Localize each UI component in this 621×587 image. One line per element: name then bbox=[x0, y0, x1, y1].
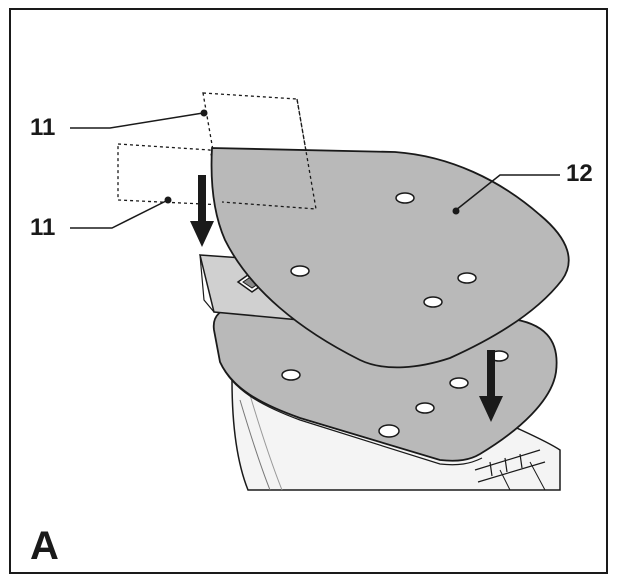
figure-label: A bbox=[30, 524, 59, 568]
callout-11-top: 11 bbox=[30, 114, 56, 141]
callout-12: 12 bbox=[566, 160, 593, 187]
sanding-sheet bbox=[210, 147, 570, 369]
down-arrow-left bbox=[190, 175, 214, 247]
callout-11-bottom: 11 bbox=[30, 214, 56, 241]
down-arrow-right bbox=[479, 350, 503, 422]
leader-lines bbox=[70, 109, 560, 229]
dashed-overlap bbox=[221, 98, 317, 210]
